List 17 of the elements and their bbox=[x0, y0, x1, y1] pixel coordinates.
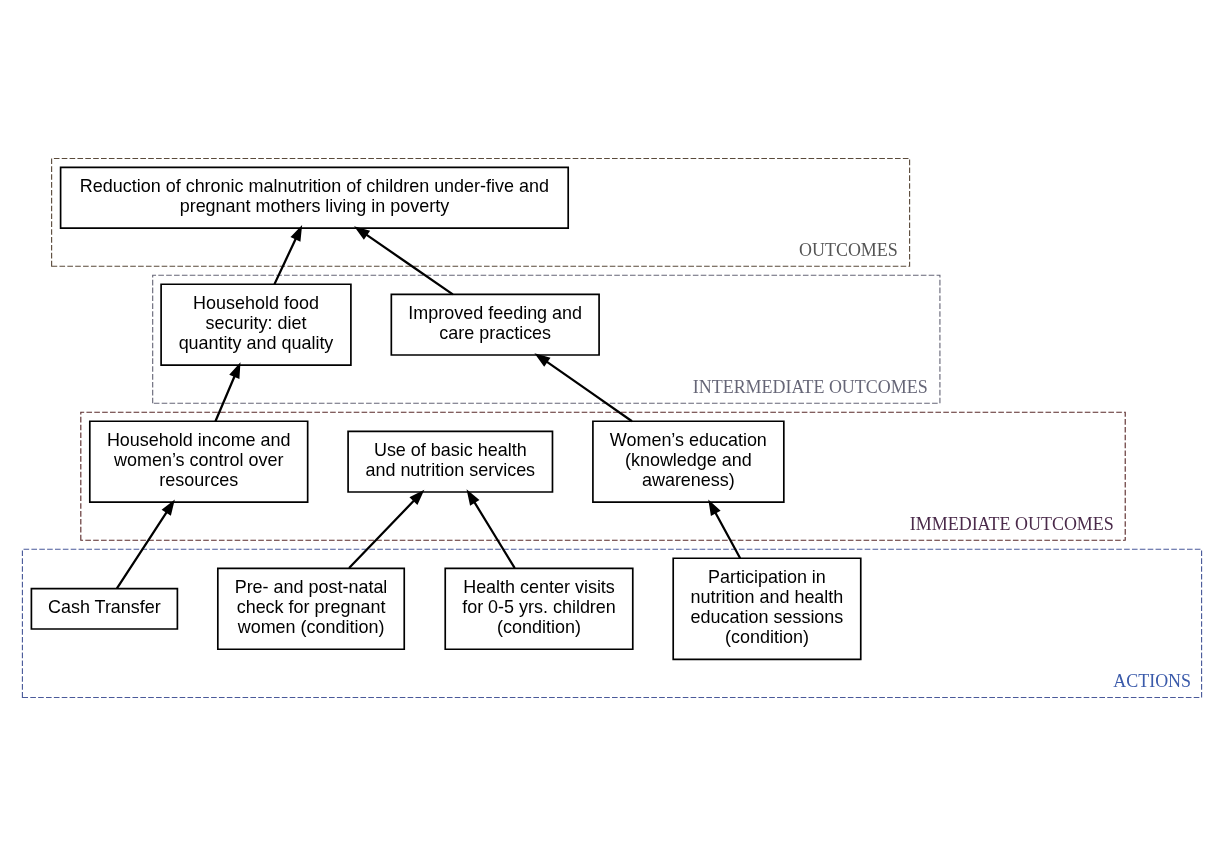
node-box: Use of basic health and nutrition services bbox=[347, 430, 554, 493]
node-box: Household food security: diet quantity and quality bbox=[160, 283, 352, 366]
node-box: Women’s education (knowledge and awareness) bbox=[592, 420, 785, 503]
node-box: Improved feeding and care practices bbox=[390, 293, 600, 356]
node-box: Household income and women’s control over resources bbox=[88, 420, 309, 503]
arrow bbox=[115, 499, 175, 590]
node-box: Pre- and post-natal check for pregnant women (condition) bbox=[217, 567, 406, 651]
arrow bbox=[348, 489, 425, 569]
arrow bbox=[466, 489, 516, 569]
node-box: Cash Transfer bbox=[30, 587, 179, 630]
node-box: Reduction of chronic malnutrition of children under-five and pregnant mothers living in poverty bbox=[59, 166, 570, 229]
arrow bbox=[534, 353, 633, 423]
arrow bbox=[273, 225, 303, 285]
arrow bbox=[214, 362, 241, 422]
arrow bbox=[708, 499, 742, 559]
node-box: Participation in nutrition and health education sessions (condition) bbox=[672, 557, 862, 661]
node-box: Health center visits for 0-5 yrs. children (condition) bbox=[444, 567, 634, 651]
